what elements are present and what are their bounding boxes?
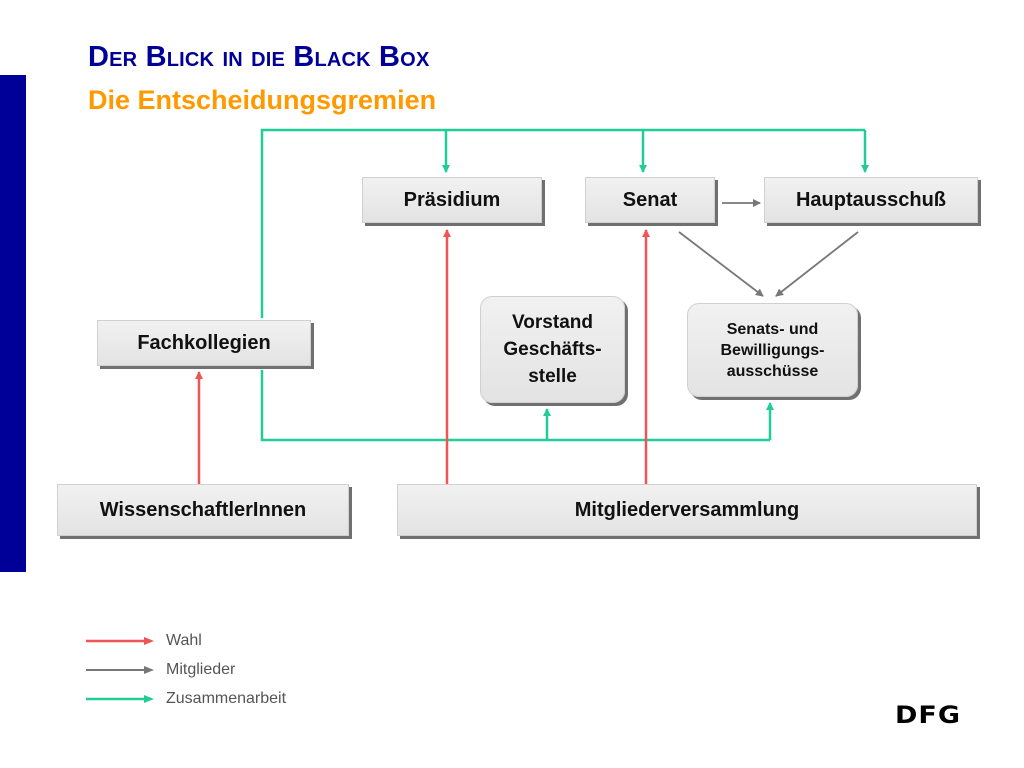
- node-senat: Senat: [585, 177, 715, 223]
- legend-item-mitglieder: Mitglieder: [86, 660, 235, 680]
- legend-label-zusammenarbeit: Zusammenarbeit: [166, 690, 287, 707]
- slide-title: Der Blick in die Black Box: [88, 41, 430, 73]
- zusammenarbeit-lines: [260, 128, 869, 442]
- legend-item-zusammenarbeit: Zusammenarbeit: [86, 689, 286, 709]
- node-senats-bewilligungsausschuesse: Senats- und Bewilligungs- ausschüsse: [687, 303, 858, 397]
- node-praesidium: Präsidium: [362, 177, 542, 223]
- legend-line-zusammenarbeit: [86, 695, 154, 703]
- node-ausschuesse-line3: ausschüsse: [726, 362, 819, 380]
- grey-arrow-senat-ausschuesse: [678, 231, 764, 297]
- node-vorstand-geschaeftsstelle: Vorstand Geschäfts- stelle: [480, 296, 625, 403]
- node-praesidium-label: Präsidium: [403, 189, 501, 211]
- node-hauptausschuss: Hauptausschuß: [764, 177, 978, 223]
- slide-subtitle: Die Entscheidungsgremien: [88, 85, 437, 115]
- side-accent-bar: [0, 75, 26, 572]
- node-mitgliederversammlung: Mitgliederversammlung: [397, 484, 977, 536]
- green-bottom-rail: [260, 370, 770, 442]
- node-wissenschaftlerinnen-label: WissenschaftlerInnen: [99, 499, 307, 521]
- green-top-rail: [260, 128, 865, 318]
- node-mitgliederversammlung-label: Mitgliederversammlung: [574, 499, 800, 521]
- legend-label-mitglieder: Mitglieder: [166, 661, 236, 678]
- legend-label-wahl: Wahl: [166, 632, 202, 649]
- node-fachkollegien-label: Fachkollegien: [137, 332, 271, 354]
- node-wissenschaftlerinnen: WissenschaftlerInnen: [57, 484, 349, 536]
- node-vorstand-line3: stelle: [528, 366, 577, 387]
- node-ausschuesse-line1: Senats- und: [726, 320, 819, 338]
- mitglieder-lines: [678, 199, 859, 297]
- wahl-lines: [195, 229, 650, 484]
- node-vorstand-line2: Geschäfts-: [503, 339, 602, 360]
- legend-item-wahl: Wahl: [86, 631, 202, 651]
- node-senat-label: Senat: [622, 189, 678, 211]
- grey-arrow-hauptausschuss-ausschuesse: [775, 231, 859, 297]
- dfg-logo: DFG: [895, 701, 962, 730]
- node-ausschuesse-line2: Bewilligungs-: [720, 341, 825, 359]
- node-vorstand-line1: Vorstand: [512, 312, 593, 333]
- node-fachkollegien: Fachkollegien: [97, 320, 311, 366]
- legend-line-wahl: [86, 637, 154, 645]
- legend-line-mitglieder: [86, 666, 154, 674]
- node-hauptausschuss-label: Hauptausschuß: [795, 189, 947, 211]
